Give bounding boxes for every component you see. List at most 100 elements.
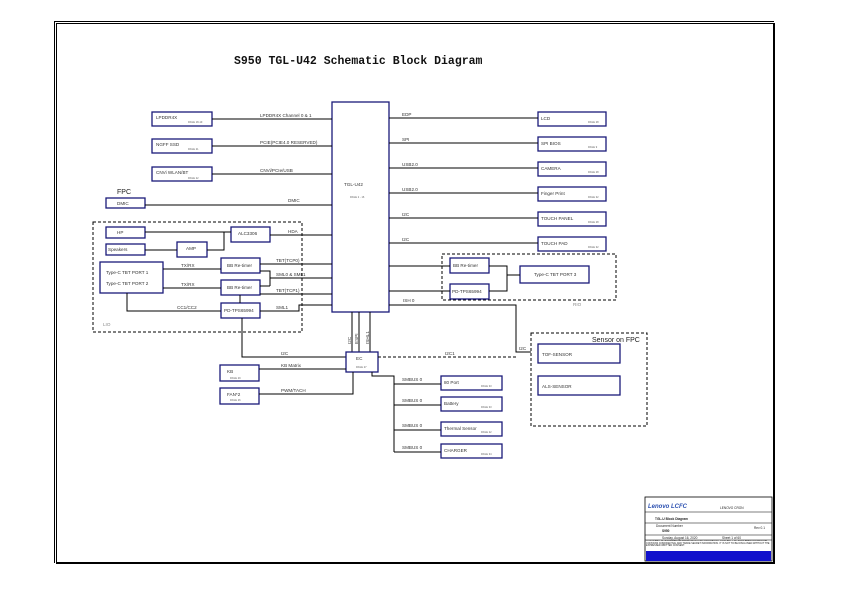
retimer-rio-block[interactable]: BB Re-timer <box>449 257 490 274</box>
doc-number-label: Document Number <box>656 524 684 528</box>
signal-ec-i2c1: I2C1 <box>445 351 455 356</box>
sheet-number: Sheet 1 of 60 <box>722 536 741 540</box>
pd-rio-label: PD-TPS65994 <box>452 289 482 294</box>
right-block-label: CAMERA <box>541 166 562 171</box>
wire-rio <box>389 265 520 292</box>
signal-right: I2C <box>402 237 410 242</box>
port1-label: Type-C TBT PORT 1 <box>106 270 149 275</box>
dmic-label: DMIC <box>117 201 129 206</box>
signal-txrx1: TX/RX <box>181 263 195 268</box>
pd-lio-block[interactable]: PD-TPS65994 <box>220 302 261 319</box>
dmic-block[interactable]: DMIC <box>105 197 146 209</box>
smbus-block-page: PAGE 33 <box>481 384 492 388</box>
hp-label: HP <box>117 230 123 235</box>
tof-sensor-label: TOF-SENSOR <box>542 352 573 357</box>
right-block-page: PAGE 32 <box>588 245 599 249</box>
wire-cc <box>126 293 221 312</box>
left-block-label: CNVi WLAN/BT <box>156 170 189 175</box>
signal-sensor-i2c: I2C <box>519 346 527 351</box>
signal-cnvi: CNVi/PCIe/USB <box>260 168 293 173</box>
proprietary-notice: THIS SHEET OF ENGINEERING DRAWING IS THE… <box>646 540 770 548</box>
signal-tbt1: TBT(TCP1) <box>276 288 300 293</box>
signal-right: I2C <box>402 212 410 217</box>
port2-label: Type-C TBT PORT 2 <box>106 281 149 286</box>
type-c-port-1-2-block[interactable]: Type-C TBT PORT 1 Type-C TBT PORT 2 <box>99 261 164 294</box>
retimer-rio-label: BB Re-timer <box>453 263 478 268</box>
smbus-block-charger[interactable]: CHARGER PAGE 34 <box>440 443 503 459</box>
signal-right: EDP <box>402 112 411 117</box>
cpu-block[interactable]: TGL-U42 PAGE 2 - 16 <box>331 101 390 313</box>
smbus-block-label: Battery <box>444 401 459 406</box>
sheet-date: Sunday, August 16, 2020 <box>662 536 698 540</box>
smbus-block-label: Thermal Sensor <box>444 426 477 431</box>
wire-amp <box>207 232 225 251</box>
als-sensor-block[interactable]: ALS-SENSOR <box>537 375 621 396</box>
right-block-lcd[interactable]: LCD PAGE 28 <box>537 111 607 127</box>
lcfc-logo: Lenovo LCFC <box>648 504 688 510</box>
left-block-cnvi[interactable]: CNVi WLAN/BT PAGE 22 <box>151 166 213 182</box>
lio-group-label: LIO <box>103 322 111 327</box>
hp-block[interactable]: HP <box>105 226 146 239</box>
wire-sml1 <box>260 304 332 312</box>
signal-right: USB2.0 <box>402 187 418 192</box>
right-block-touch-pad[interactable]: TOUCH PAD PAGE 32 <box>537 236 607 252</box>
retimer-1-block[interactable]: BB Re-timer <box>220 257 261 274</box>
pd-rio-block[interactable]: PD-TPS65994 <box>449 283 490 300</box>
right-block-label: LCD <box>541 116 551 121</box>
left-block-label: LPDDR4X <box>156 115 177 120</box>
wire-fan <box>259 372 354 395</box>
codec-block[interactable]: ALC3306 <box>230 226 271 243</box>
ec-page: PAGE 27 <box>356 365 367 369</box>
signal-cpu-ec-ish: ISHL1 <box>365 331 370 344</box>
fan-block[interactable]: FAN*2 PAGE 26 <box>219 387 260 405</box>
title-block: Lenovo LCFC LENOVO CRON TGL-U Block Diag… <box>644 496 773 562</box>
signal-dmic: DMIC <box>288 198 300 203</box>
smbus-block-label: CHARGER <box>444 448 468 453</box>
ec-block[interactable]: EC PAGE 27 <box>345 351 379 373</box>
ec-label: EC <box>356 356 363 361</box>
amp-block[interactable]: AMP <box>176 241 208 258</box>
left-block-page: PAGE 18-19 <box>188 120 203 124</box>
signal-smbus: SMBUS 0 <box>402 398 423 403</box>
port3-label: Type-C TBT PORT 3 <box>534 272 577 277</box>
rio-group-label: RIO <box>573 302 582 307</box>
left-block-lpddr[interactable]: LPDDR4X PAGE 18-19 <box>151 111 213 127</box>
wire-pd-ec-i2c <box>241 318 346 358</box>
signal-right: USB2.0 <box>402 162 418 167</box>
left-block-page: PAGE 21 <box>188 147 199 151</box>
page-frame-outer <box>54 21 774 563</box>
kb-block[interactable]: KB PAGE 29 <box>219 364 260 382</box>
left-block-ssd[interactable]: NGFF SSD PAGE 21 <box>151 138 213 154</box>
speaker-block[interactable]: Speakers <box>105 243 146 256</box>
smbus-block-page: PAGE 33 <box>481 405 492 409</box>
signal-smbus: SMBUS 0 <box>402 377 423 382</box>
type-c-port-3-block[interactable]: Type-C TBT PORT 3 <box>519 265 590 284</box>
revision: Rev 0.1 <box>754 526 765 530</box>
pd-lio-label: PD-TPS65994 <box>224 308 254 313</box>
signal-sml1: SML1 <box>276 305 288 310</box>
right-block-label: SPI BIOS <box>541 141 561 146</box>
right-block-label: TOUCH PANEL <box>541 216 574 221</box>
sensor-fpc-label: Sensor on FPC <box>592 337 640 344</box>
amp-label: AMP <box>186 246 196 251</box>
tof-sensor-block[interactable]: TOF-SENSOR <box>537 343 621 364</box>
retimer1-label: BB Re-timer <box>227 263 252 268</box>
cpu-page: PAGE 2 - 16 <box>350 195 365 199</box>
smbus-block-page: PAGE 34 <box>481 452 492 456</box>
sensor-fpc-group <box>530 332 648 427</box>
right-block-page: PAGE 28 <box>588 120 599 124</box>
retimer-2-block[interactable]: BB Re-timer <box>220 279 261 296</box>
signal-cpu-ec-espi: ESPI <box>354 334 359 344</box>
wire-sml <box>260 270 332 287</box>
right-block-label: TOUCH PAD <box>541 241 568 246</box>
signal-fan: PWM/TACH <box>281 388 306 393</box>
title-block-band <box>646 551 771 561</box>
retimer2-label: BB Re-timer <box>227 285 252 290</box>
